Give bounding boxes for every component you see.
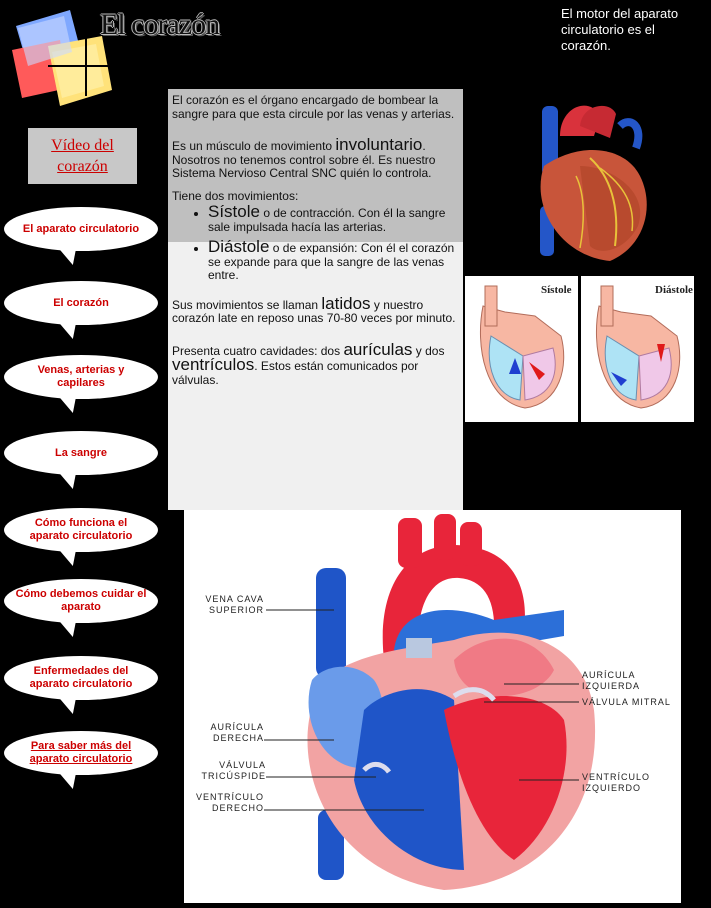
sistole-image: Sístole bbox=[465, 276, 578, 422]
nav-bubble[interactable]: Cómo funciona el aparato circulatorio bbox=[4, 508, 158, 552]
sistole-heart-icon bbox=[480, 285, 565, 409]
video-link[interactable]: Vídeo del corazón bbox=[51, 137, 114, 175]
nav-label: El corazón bbox=[53, 296, 109, 309]
nav-item-saber-mas[interactable]: Para saber más del aparato circulatorio bbox=[4, 731, 160, 793]
nav-item-corazon[interactable]: El corazón bbox=[4, 281, 160, 343]
nav-item-como-funciona[interactable]: Cómo funciona el aparato circulatorio bbox=[4, 508, 160, 570]
nav-label: El aparato circulatorio bbox=[22, 222, 140, 235]
label-valvula-mitral: VÁLVULA MITRAL bbox=[582, 697, 671, 707]
logo bbox=[12, 10, 116, 106]
paragraph-involuntario: Es un músculo de movimiento involuntario… bbox=[172, 135, 436, 180]
nav-item-sangre[interactable]: La sangre bbox=[4, 431, 160, 493]
nav-label: La sangre bbox=[55, 446, 107, 459]
nav-label: Cómo debemos cuidar el aparato bbox=[15, 588, 147, 613]
text-panel-bottom bbox=[168, 242, 463, 510]
list-item-diastole: Diástole o de expansión: Con él el coraz… bbox=[208, 238, 460, 283]
nav-bubble[interactable]: Venas, arterias y capilares bbox=[4, 355, 158, 399]
text-panel-top bbox=[168, 89, 463, 242]
paragraph-definition: El corazón es el órgano encargado de bom… bbox=[172, 93, 455, 121]
diastole-image: Diástole bbox=[581, 276, 694, 422]
video-box: Vídeo del corazón bbox=[28, 128, 137, 184]
nav-bubble[interactable]: Para saber más del aparato circulatorio bbox=[4, 731, 158, 775]
movements-list: Sístole o de contracción. Con él la sang… bbox=[172, 203, 460, 283]
nav-item-cuidar[interactable]: Cómo debemos cuidar el aparato bbox=[4, 579, 160, 641]
paragraph-cavidades: Presenta cuatro cavidades: dos aurículas… bbox=[172, 339, 445, 387]
paragraph-latidos: Sus movimientos se llaman latidos y nues… bbox=[172, 293, 456, 325]
nav-item-enfermedades[interactable]: Enfermedades del aparato circulatorio bbox=[4, 656, 160, 718]
sistole-label: Sístole bbox=[541, 284, 572, 296]
nav-bubble[interactable]: El aparato circulatorio bbox=[4, 207, 158, 251]
diastole-label: Diástole bbox=[655, 284, 693, 296]
nav-item-aparato-circulatorio[interactable]: El aparato circulatorio bbox=[4, 207, 160, 269]
header-caption: El motor del aparato circulatorio es el … bbox=[561, 6, 679, 53]
nav-bubble[interactable]: La sangre bbox=[4, 431, 158, 475]
nav-label: Para saber más del aparato circulatorio bbox=[29, 740, 133, 765]
nav-bubble[interactable]: El corazón bbox=[4, 281, 158, 325]
page-title: El corazón bbox=[100, 8, 220, 41]
nav-label: Enfermedades del aparato circulatorio bbox=[29, 665, 133, 690]
list-item-sistole: Sístole o de contracción. Con él la sang… bbox=[208, 203, 460, 234]
content-text: El corazón es el órgano encargado de bom… bbox=[172, 93, 460, 404]
heart-illustration bbox=[540, 105, 647, 261]
diastole-heart-icon bbox=[596, 285, 681, 409]
nav-bubble[interactable]: Cómo debemos cuidar el aparato bbox=[4, 579, 158, 623]
paragraph-movimientos: Tiene dos movimientos: bbox=[172, 188, 299, 203]
nav-label: Cómo funciona el aparato circulatorio bbox=[29, 517, 133, 542]
heart-anatomy-icon bbox=[264, 514, 596, 890]
nav-bubble[interactable]: Enfermedades del aparato circulatorio bbox=[4, 656, 158, 700]
nav-label: Venas, arterias y capilares bbox=[37, 364, 125, 389]
nav-item-venas[interactable]: Venas, arterias y capilares bbox=[4, 355, 160, 417]
